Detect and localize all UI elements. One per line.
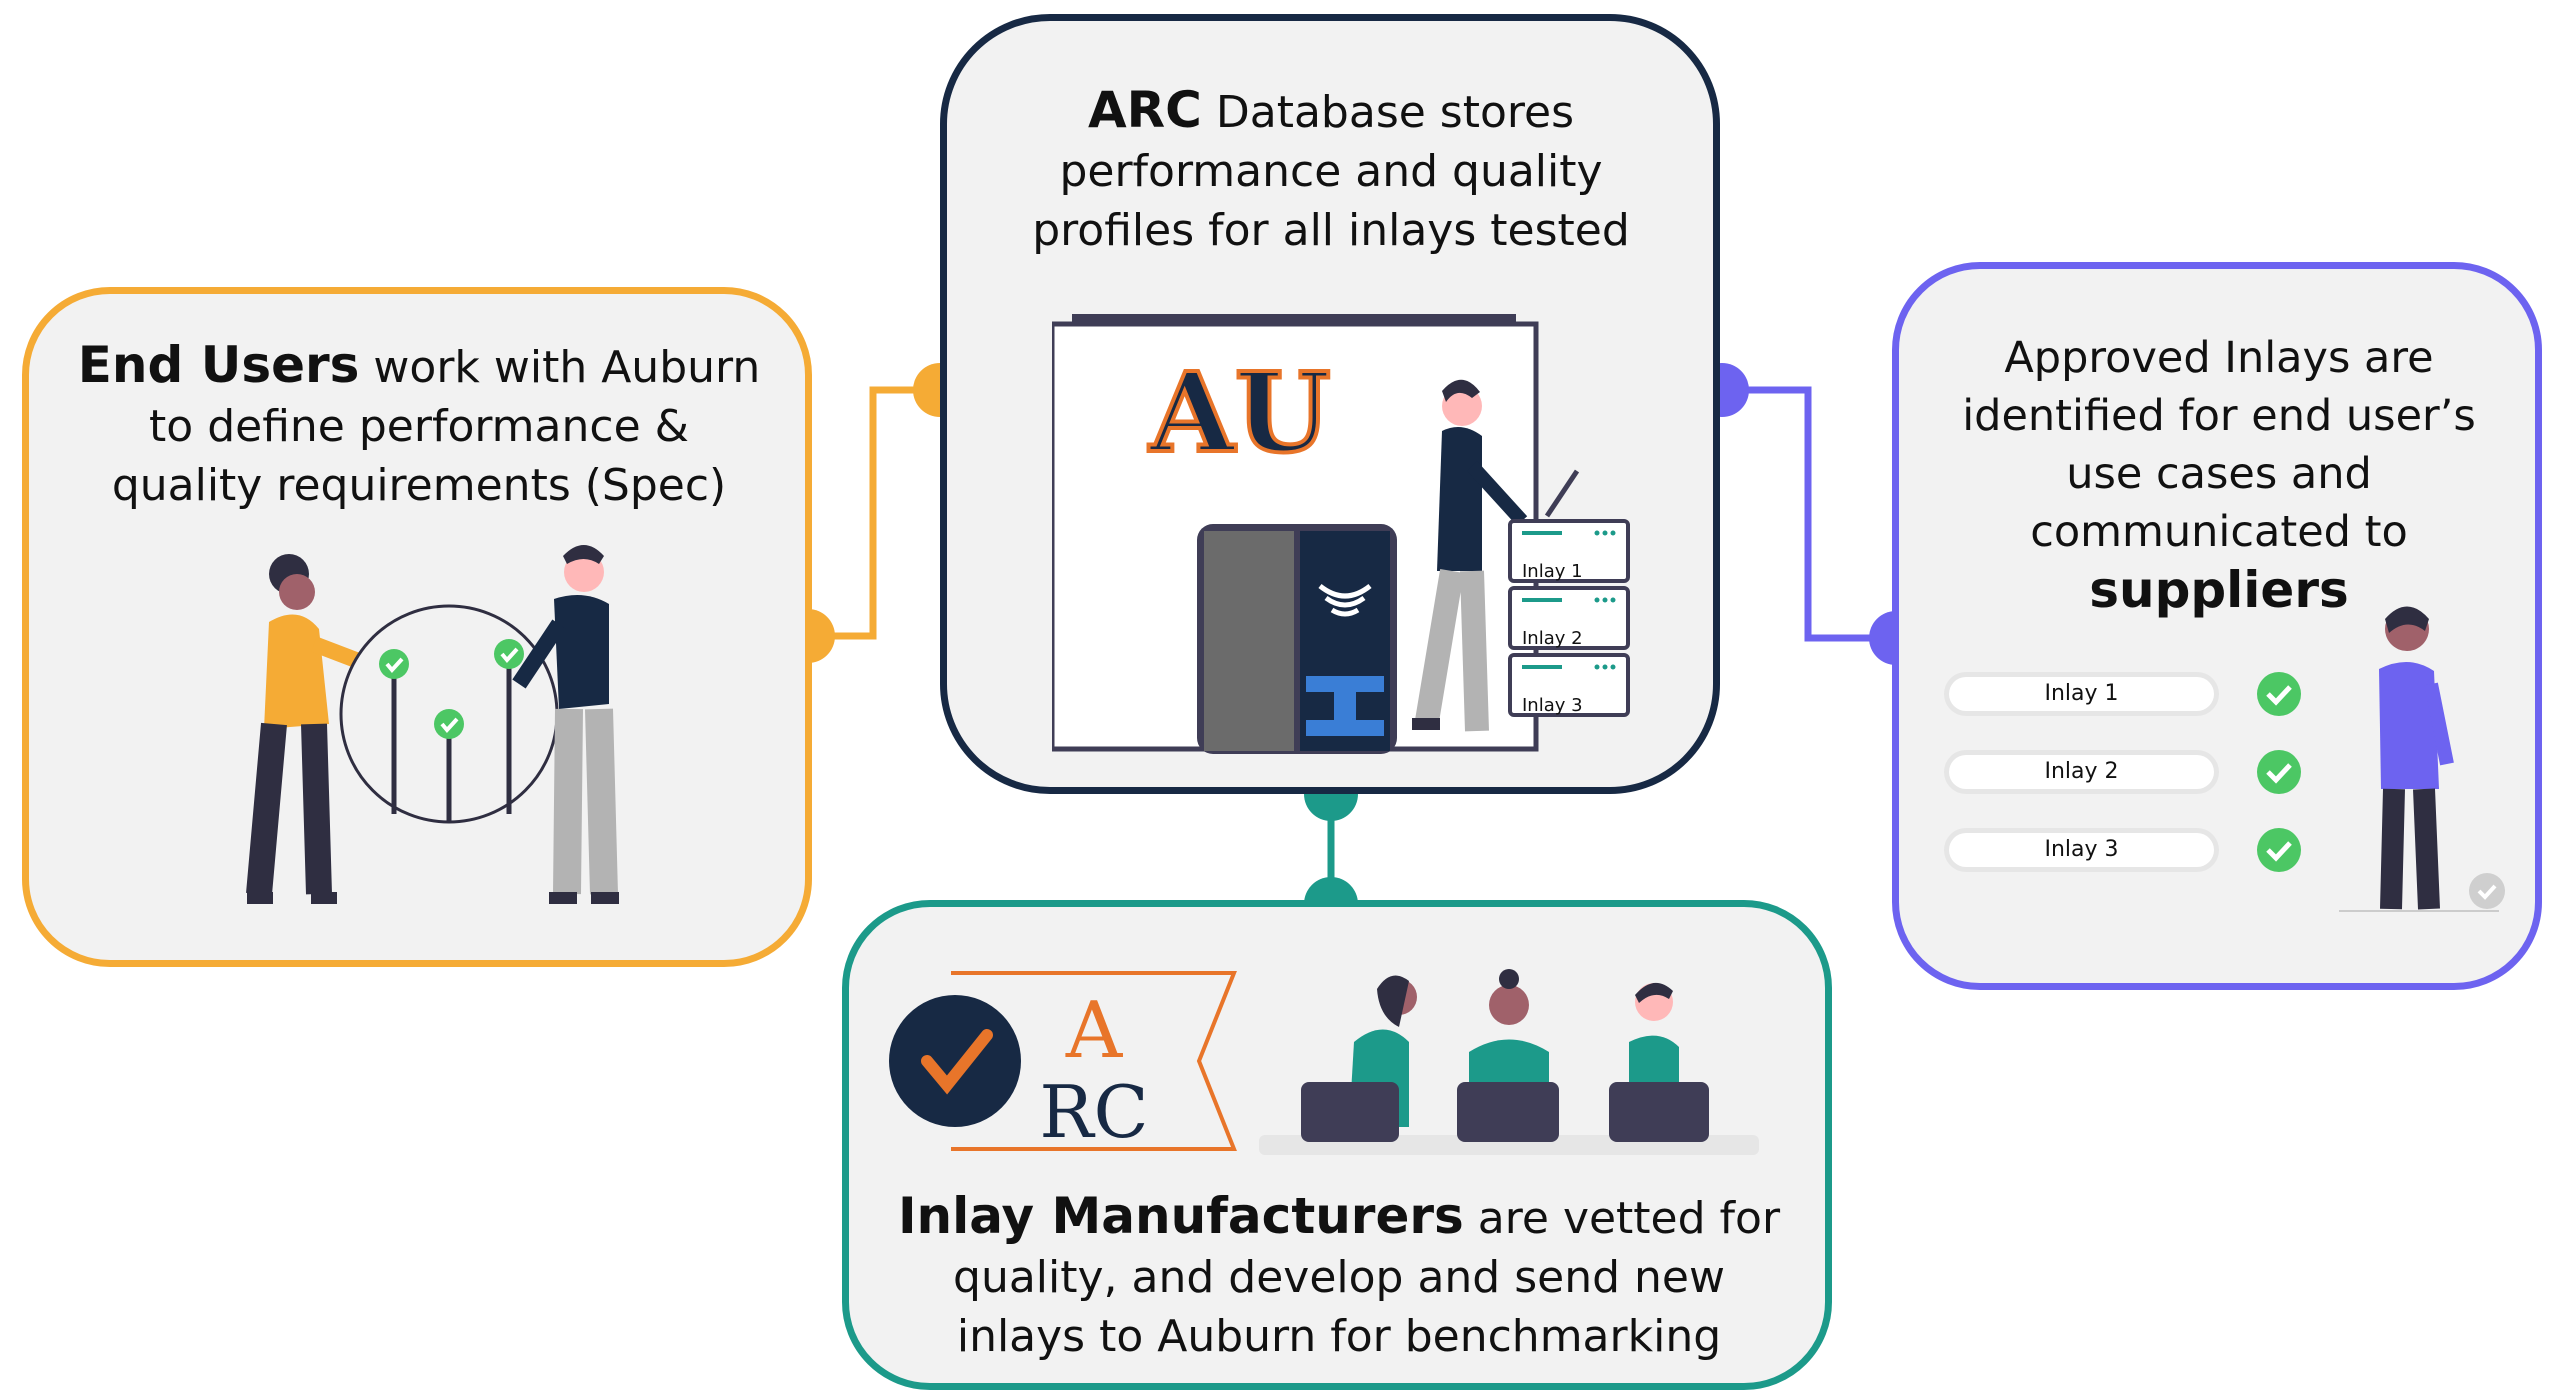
rack-inlay-3: Inlay 3 xyxy=(1522,695,1583,716)
approved-text: Approved Inlays are identified for end u… xyxy=(1962,333,2476,557)
manufacturers-caption: Inlay Manufacturers are vetted for quali… xyxy=(894,1187,1784,1366)
arc-database-illustration: AU xyxy=(1052,314,1630,754)
arc-bold: ARC xyxy=(1087,81,1202,139)
team-illustration xyxy=(1259,969,1759,1155)
arc-database-panel: ARC Database stores performance and qual… xyxy=(940,14,1720,794)
person-3 xyxy=(1609,982,1709,1142)
end-users-illustration xyxy=(246,545,619,904)
approved-inlay-1: Inlay 1 xyxy=(1949,677,2214,711)
woman-figure xyxy=(246,554,422,904)
approved-caption: Approved Inlays are identified for end u… xyxy=(1929,329,2509,622)
approved-inlay-2: Inlay 2 xyxy=(1949,755,2214,789)
approved-inlay-3: Inlay 3 xyxy=(1949,833,2214,867)
check-icon xyxy=(2257,828,2301,872)
man-figure xyxy=(512,545,619,904)
approver-illustration xyxy=(2339,606,2505,912)
person-2 xyxy=(1457,969,1559,1142)
check-icon xyxy=(2257,672,2301,716)
spec-magnifier xyxy=(339,604,559,824)
check-icon xyxy=(2257,750,2301,794)
end-users-panel: End Users work with Auburn to define per… xyxy=(22,287,812,967)
auburn-logo: AU xyxy=(1146,346,1332,479)
manufacturers-panel: A RC Inlay Manufacturers are vetted for … xyxy=(842,900,1832,1390)
arc-logo-rc: RC xyxy=(1039,1070,1148,1154)
manufacturers-text: are vetted for quality, and develop and … xyxy=(953,1193,1781,1362)
auburn-logo-text: AU xyxy=(1148,348,1330,477)
end-users-bold: End Users xyxy=(77,336,360,394)
connector-arc-to-approved xyxy=(1695,363,1923,665)
end-users-text: work with Auburn to define performance &… xyxy=(111,342,761,511)
approved-bold: suppliers xyxy=(2089,561,2349,619)
inlay-rack xyxy=(1508,519,1630,717)
arc-logo-a: A xyxy=(1065,986,1124,1076)
end-users-caption: End Users work with Auburn to define per… xyxy=(69,336,769,515)
arc-text: Database stores performance and quality … xyxy=(1032,87,1630,256)
approved-checks xyxy=(2257,672,2301,872)
manufacturers-bold: Inlay Manufacturers xyxy=(897,1187,1464,1245)
technician-figure xyxy=(1412,379,1580,732)
approved-inlays-panel: Approved Inlays are identified for end u… xyxy=(1892,262,2542,990)
arc-database-caption: ARC Database stores performance and qual… xyxy=(1007,81,1655,260)
arc-logo: A RC xyxy=(889,971,1237,1154)
rack-inlay-1: Inlay 1 xyxy=(1522,561,1583,582)
rfid-tester xyxy=(1197,524,1397,754)
person-1 xyxy=(1301,975,1417,1142)
rack-inlay-2: Inlay 2 xyxy=(1522,628,1583,649)
